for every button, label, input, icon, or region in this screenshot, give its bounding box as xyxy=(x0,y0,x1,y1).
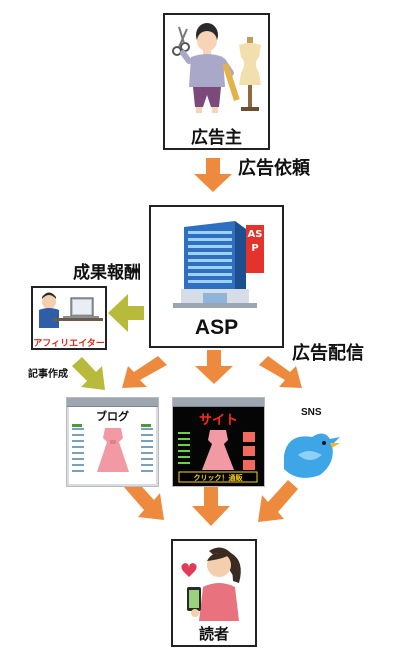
affiliator-box: アフィリエイター xyxy=(31,286,107,350)
blog-content xyxy=(72,424,153,472)
asp-sign-text: ASP xyxy=(247,229,263,254)
site-label: サイト xyxy=(198,413,238,428)
asp-building-icon xyxy=(173,221,264,308)
asp-label: ASP xyxy=(194,316,239,339)
advertiser-box: 広告主 xyxy=(163,13,270,150)
sns-label: SNS xyxy=(301,407,322,418)
arrow-article xyxy=(72,357,105,390)
mannequin-icon xyxy=(239,37,261,111)
sns-bird-icon xyxy=(284,433,340,478)
site-dress-icon xyxy=(202,430,234,470)
site-window: サイト クリック！通販 xyxy=(172,397,265,487)
arrow-blog-to-reader xyxy=(124,478,164,520)
arrow-request xyxy=(194,158,232,192)
label-ad-distribution: 広告配信 xyxy=(292,343,364,364)
reader-illustration xyxy=(181,547,241,621)
affiliator-illustration xyxy=(39,292,103,328)
site-titlebar xyxy=(173,398,264,407)
site-banner xyxy=(178,471,258,483)
blog-dress-icon xyxy=(97,428,129,472)
advertiser-label: 広告主 xyxy=(191,128,242,148)
affiliator-label: アフィリエイター xyxy=(33,339,105,349)
arrow-asp-to-blog xyxy=(122,356,167,388)
arrow-reward xyxy=(108,294,144,332)
advertiser-woman-icon xyxy=(180,23,234,113)
scissors-icon xyxy=(172,26,190,56)
advertiser-illustration xyxy=(172,23,261,113)
arrow-site-to-reader xyxy=(192,486,230,526)
blog-label: ブログ xyxy=(96,410,129,423)
label-ad-request: 広告依頼 xyxy=(238,158,310,179)
arrow-sns-to-reader xyxy=(258,480,298,522)
site-banner-text: クリック！通販 xyxy=(193,474,243,482)
site-content xyxy=(178,430,258,483)
arrow-asp-to-sns xyxy=(259,356,302,388)
asp-box: ASP ASP xyxy=(149,205,284,348)
heart-icon xyxy=(181,563,197,577)
label-reward: 成果報酬 xyxy=(73,263,141,283)
asp-sign-board xyxy=(246,225,264,273)
ruler-icon xyxy=(222,63,240,101)
reader-label: 読者 xyxy=(198,625,229,643)
blog-window: ブログ xyxy=(66,397,159,487)
blog-titlebar xyxy=(67,398,158,407)
reader-box: 読者 xyxy=(171,539,257,647)
label-article: 記事作成 xyxy=(28,369,68,380)
arrow-asp-to-site xyxy=(195,350,233,384)
